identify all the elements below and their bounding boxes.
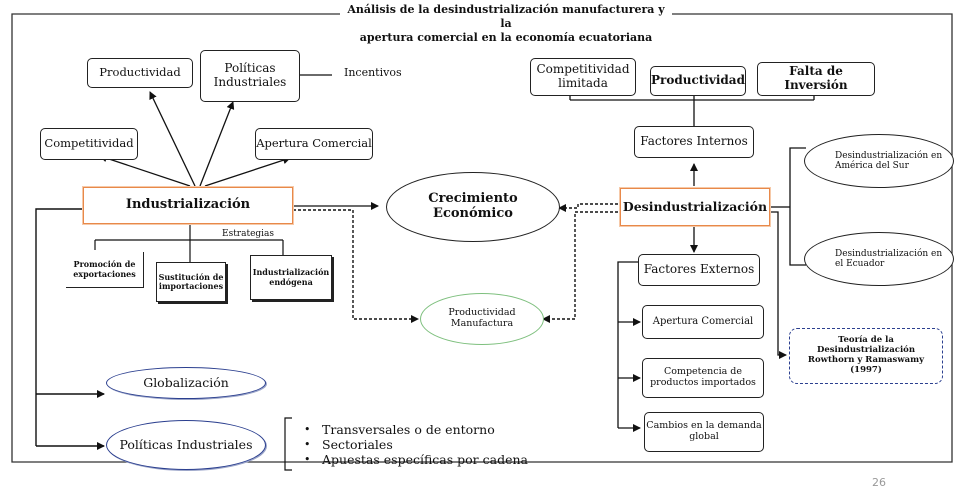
falta-inversion-box: Falta de Inversión bbox=[757, 62, 875, 96]
apertura-comercial-left-label: Apertura Comercial bbox=[256, 136, 372, 151]
falta-inversion-label: Falta de Inversión bbox=[784, 64, 848, 92]
politicas-list: Transversales o de entorno Sectoriales A… bbox=[300, 422, 528, 467]
promocion-exportaciones-label: Promoción de exportaciones bbox=[73, 259, 136, 279]
desind-america-label: Desindustrialización en América del Sur bbox=[835, 150, 943, 171]
teoria-desindustrializacion-label: Teoría de la Desindustrialización Rowtho… bbox=[807, 335, 925, 375]
teoria-desindustrializacion-box: Teoría de la Desindustrialización Rowtho… bbox=[789, 328, 943, 384]
industrializacion-endogena-box: Industrialización endógena bbox=[250, 255, 332, 300]
factores-externos-label: Factores Externos bbox=[643, 262, 755, 277]
cambios-demanda-label: Cambios en la demanda global bbox=[646, 420, 762, 442]
title-line-2: apertura comercial en la economía ecuato… bbox=[359, 31, 653, 44]
productividad-right-label: Productividad bbox=[651, 73, 745, 88]
diagram-title: Análisis de la desindustrialización manu… bbox=[340, 3, 672, 45]
desind-ecuador-label: Desindustrialización en el Ecuador bbox=[835, 248, 943, 269]
productividad-box: Productividad bbox=[87, 58, 193, 88]
sustitucion-importaciones-label: Sustitución de importaciones bbox=[158, 271, 224, 291]
cambios-demanda-box: Cambios en la demanda global bbox=[644, 412, 764, 452]
politicas-industriales-ellipse: Políticas Industriales bbox=[106, 420, 266, 470]
title-line-1: Análisis de la desindustrialización manu… bbox=[347, 3, 665, 30]
politicas-item-1: Transversales o de entorno bbox=[300, 422, 528, 437]
competitividad-box: Competitividad bbox=[40, 128, 138, 160]
politicas-industriales-box: Políticas Industriales bbox=[200, 50, 300, 102]
politicas-industriales-ellipse-label: Políticas Industriales bbox=[119, 436, 253, 452]
competencia-importados-box: Competencia de productos importados bbox=[642, 358, 764, 398]
politicas-item-3: Apuestas específicas por cadena bbox=[300, 452, 528, 467]
apertura-comercial-left-box: Apertura Comercial bbox=[255, 128, 373, 160]
desind-ecuador-ellipse: Desindustrialización en el Ecuador bbox=[804, 232, 954, 286]
competitividad-limitada-label: Competitividad limitada bbox=[536, 62, 630, 90]
factores-internos-label: Factores Internos bbox=[640, 134, 748, 149]
industrializacion-box: Industrialización bbox=[83, 187, 293, 224]
desindustrializacion-label: Desindustrialización bbox=[622, 198, 768, 214]
desindustrializacion-box: Desindustrialización bbox=[620, 188, 770, 226]
apertura-comercial-right-label: Apertura Comercial bbox=[652, 316, 754, 328]
competitividad-limitada-box: Competitividad limitada bbox=[530, 58, 636, 96]
politicas-item-2: Sectoriales bbox=[300, 437, 528, 452]
competitividad-label: Competitividad bbox=[44, 136, 134, 151]
competencia-importados-label: Competencia de productos importados bbox=[650, 366, 756, 388]
productividad-manufactura-ellipse: Productividad Manufactura bbox=[420, 293, 544, 345]
factores-externos-box: Factores Externos bbox=[638, 254, 760, 286]
promocion-exportaciones-box: Promoción de exportaciones bbox=[66, 252, 144, 288]
apertura-comercial-right-box: Apertura Comercial bbox=[642, 305, 764, 339]
crecimiento-economico-label: Crecimiento Económico bbox=[428, 191, 518, 221]
industrializacion-label: Industrialización bbox=[125, 197, 251, 213]
estrategias-label: Estrategias bbox=[222, 229, 275, 239]
globalizacion-ellipse: Globalización bbox=[106, 367, 266, 399]
page-number: 26 bbox=[872, 476, 886, 489]
productividad-label: Productividad bbox=[99, 65, 181, 80]
industrializacion-endogena-label: Industrialización endógena bbox=[252, 267, 330, 287]
desind-america-ellipse: Desindustrialización en América del Sur bbox=[804, 134, 954, 188]
productividad-manufactura-label: Productividad Manufactura bbox=[448, 307, 516, 329]
crecimiento-economico-ellipse: Crecimiento Económico bbox=[386, 172, 560, 242]
incentivos-label: Incentivos bbox=[344, 66, 402, 79]
productividad-right-box: Productividad bbox=[650, 66, 746, 96]
factores-internos-box: Factores Internos bbox=[634, 126, 754, 158]
politicas-industriales-box-label: Políticas Industriales bbox=[213, 61, 287, 89]
globalizacion-label: Globalización bbox=[143, 374, 229, 390]
sustitucion-importaciones-box: Sustitución de importaciones bbox=[156, 262, 226, 302]
